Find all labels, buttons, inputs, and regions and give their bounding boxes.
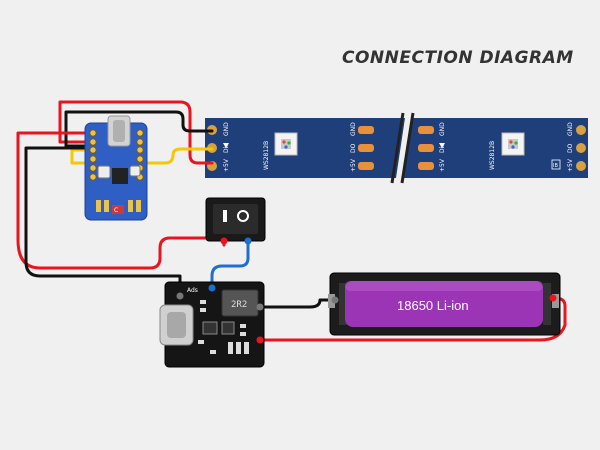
rocker-switch[interactable] <box>205 197 266 245</box>
controller-pad-label: C <box>114 207 118 214</box>
solder-pad <box>418 162 434 170</box>
battery-cell <box>345 281 543 327</box>
wire-black-strip-gnd <box>64 110 214 148</box>
controller-bottom-pads <box>96 200 141 212</box>
led-die <box>281 139 291 149</box>
switch-terminal <box>244 237 252 245</box>
charger-terminal <box>256 303 264 311</box>
solder-pad <box>358 144 374 152</box>
inductor <box>221 289 259 317</box>
wire-red-to-switch <box>16 131 226 270</box>
strip-pin-label: GND <box>439 122 446 136</box>
strip-pin-pad <box>576 125 586 135</box>
charger-terminal <box>208 284 216 292</box>
diagram-title: CONNECTION DIAGRAM <box>342 48 574 68</box>
mcu-chip <box>112 168 128 184</box>
solder-pad <box>418 144 434 152</box>
strip-pin-label: DO <box>350 143 357 153</box>
led-strip: GND Din +5V WS2812B GND DO +5V GND D <box>205 112 588 184</box>
strip-pin-pad <box>576 143 586 153</box>
led-chip: WS2812B <box>489 132 525 170</box>
strip-pin-label: +5V <box>567 158 574 172</box>
strip-pin-label: GND <box>567 122 574 136</box>
charger-top-label: Ads <box>187 287 198 294</box>
led-chip: WS2812B <box>263 132 298 170</box>
switch-terminal <box>220 237 228 245</box>
strip-pin-label: +5V <box>223 158 230 172</box>
charger-terminal <box>256 336 264 344</box>
strip-pin-label: Din <box>439 143 446 153</box>
battery-18650: 18650 Li-ion <box>328 272 561 336</box>
solder-pad <box>418 126 434 134</box>
data-direction-arrow-icon <box>223 143 229 148</box>
strip-break-line <box>400 112 415 184</box>
strip-pin-label: DO <box>567 143 574 153</box>
solder-pad <box>358 162 374 170</box>
strip-break-line <box>390 112 405 184</box>
reset-button[interactable] <box>97 165 111 179</box>
controller-pin-holes <box>89 129 144 181</box>
switch-on-mark-icon <box>223 210 227 222</box>
strip-pin-label: GND <box>223 122 230 136</box>
battery-positive-terminal <box>552 294 559 308</box>
led-chip-label: WS2812B <box>489 141 496 170</box>
battery-label: 18650 Li-ion <box>397 298 469 313</box>
charger-module: Ads 2R2 <box>159 281 265 368</box>
switch-off-mark-icon <box>237 210 249 222</box>
charger-terminal <box>176 292 184 300</box>
boot-button[interactable] <box>129 165 141 177</box>
strip-pin-label: GND <box>350 122 357 136</box>
wire-blue-switch-charger <box>210 236 250 288</box>
led-strip-segment-left <box>205 118 405 178</box>
microcontroller-board: C <box>84 115 148 221</box>
wire-black-battery <box>258 298 337 309</box>
led-strip-segment-right <box>403 118 588 178</box>
wire-yellow-data <box>70 147 214 165</box>
strip-cut-pads: GND DO +5V GND Din +5V <box>350 122 446 172</box>
charger-components <box>198 300 249 354</box>
strip-pin-label: +5V <box>350 158 357 172</box>
data-direction-arrow-icon <box>439 143 445 148</box>
solder-pad <box>358 126 374 134</box>
strip-output-pins: IB GND DO +5V <box>551 122 586 172</box>
strip-pin-label: Din <box>223 143 230 153</box>
strip-pin-pad <box>576 161 586 171</box>
battery-negative-terminal <box>328 294 335 308</box>
wire-black-to-charger <box>24 146 182 298</box>
strip-pin-label: +5V <box>439 158 446 172</box>
wire-red-strip-5v <box>58 100 214 165</box>
inductor-label: 2R2 <box>231 300 247 310</box>
controller-antenna-chip <box>112 205 124 214</box>
led-die <box>508 139 518 149</box>
led-chip-label: WS2812B <box>263 141 270 170</box>
strip-pad-label: IB <box>553 163 558 169</box>
